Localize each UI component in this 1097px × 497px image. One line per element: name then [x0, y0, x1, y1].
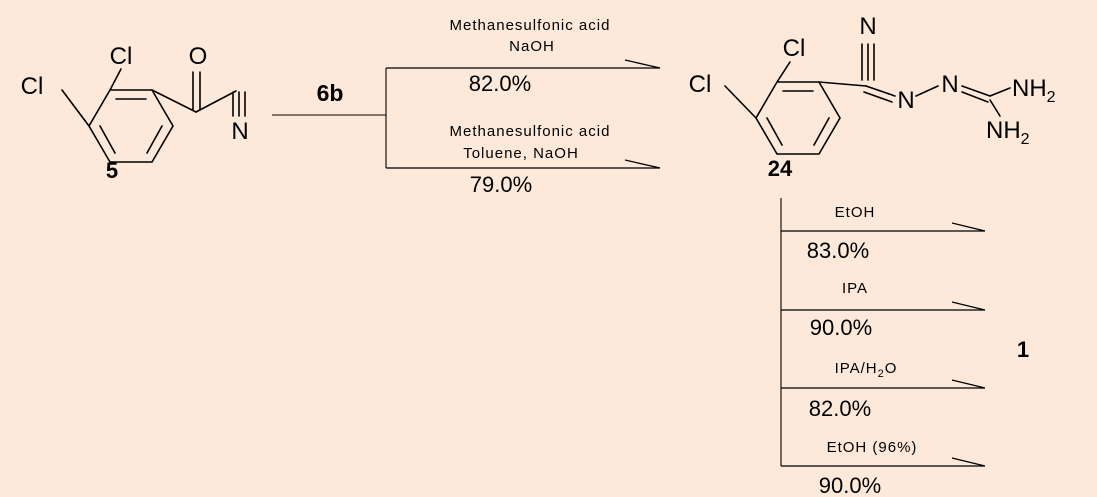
- bond-carbonyl-cyano-5: [195, 90, 237, 113]
- step2-route-3-yield: 82.0%: [809, 396, 871, 421]
- step2-route-1: EtOH 83.0%: [781, 204, 986, 263]
- bond-c-cl-top-5: [109, 68, 122, 91]
- step2-route-3-solvent: IPA/H2O: [835, 360, 898, 380]
- step1-route-1: Methanesulfonic acid NaOH 82.0%: [386, 17, 661, 96]
- step2-route-2-solvent: IPA: [842, 280, 868, 297]
- bond-n-n: [915, 85, 939, 97]
- step1-route-2: Methanesulfonic acid Toluene, NaOH 79.0%: [386, 123, 661, 197]
- guanidine-double-bond-b: [961, 91, 989, 103]
- atom-nh2-bottom-24: NH2: [986, 117, 1030, 148]
- bond-c-cl-left-5: [61, 89, 90, 127]
- benzene-ring-24: [755, 81, 841, 155]
- atom-cl-top-24: Cl: [783, 35, 806, 62]
- atom-cl-left-24: Cl: [689, 71, 712, 98]
- step1-route-2-yield: 79.0%: [470, 172, 532, 197]
- step1-route-2-condition-2: Toluene, NaOH: [463, 145, 579, 162]
- compound-24-structure: Cl Cl N N N NH2 NH2 24: [689, 13, 1056, 181]
- bond-c-cl-top-24: [776, 61, 791, 83]
- step2-route-3: IPA/H2O 82.0%: [781, 360, 986, 421]
- arrow-head: [951, 379, 986, 389]
- bond-aryl-c-24: [818, 81, 867, 87]
- bond-c-cl-left-24: [724, 85, 757, 119]
- step1-route-2-condition-1: Methanesulfonic acid: [450, 123, 611, 140]
- atom-oxygen-5: O: [189, 43, 208, 70]
- reagent-label: 6b: [317, 80, 344, 106]
- step1-route-1-yield: 82.0%: [469, 71, 531, 96]
- benzene-ring-5: [88, 89, 174, 163]
- bond-aryl-carbonyl-5: [151, 89, 197, 113]
- step2-route-4-solvent: EtOH (96%): [827, 439, 918, 456]
- atom-nh2-top-24: NH2: [1012, 75, 1056, 106]
- step2-route-2: IPA 90.0%: [781, 280, 986, 340]
- arrow-head: [624, 159, 661, 169]
- atom-cl-top-5: Cl: [110, 43, 133, 70]
- step2-route-4-yield: 90.0%: [819, 473, 881, 497]
- compound-number-1: 1: [1017, 337, 1029, 362]
- step1-route-1-condition-2: NaOH: [509, 38, 555, 55]
- arrow-head: [951, 222, 986, 232]
- step2-route-1-solvent: EtOH: [835, 204, 876, 221]
- step2-route-2-yield: 90.0%: [810, 315, 872, 340]
- compound-5-structure: Cl Cl O N 5: [21, 43, 249, 183]
- atom-n2-24: N: [941, 71, 958, 98]
- compound-number-5: 5: [106, 158, 118, 183]
- imine-double-bond-a: [865, 85, 896, 97]
- arrow-head: [951, 457, 986, 467]
- step1-route-1-condition-1: Methanesulfonic acid: [450, 17, 611, 34]
- compound-number-24: 24: [768, 156, 793, 181]
- arrow-head: [951, 301, 986, 311]
- imine-double-bond-b: [863, 91, 893, 103]
- atom-n1-24: N: [897, 87, 914, 114]
- arrow-head: [624, 59, 661, 69]
- atom-nitrile-n-24: N: [859, 13, 876, 40]
- atom-nitrogen-5: N: [231, 118, 248, 145]
- step2-route-1-yield: 83.0%: [807, 238, 869, 263]
- bond-c-nh2-top: [989, 87, 1011, 97]
- guanidine-double-bond-a: [961, 85, 991, 97]
- step2-route-4: EtOH (96%) 90.0%: [781, 439, 986, 497]
- bond-c-nh2-bottom: [989, 99, 1001, 117]
- atom-cl-left-5: Cl: [21, 73, 44, 100]
